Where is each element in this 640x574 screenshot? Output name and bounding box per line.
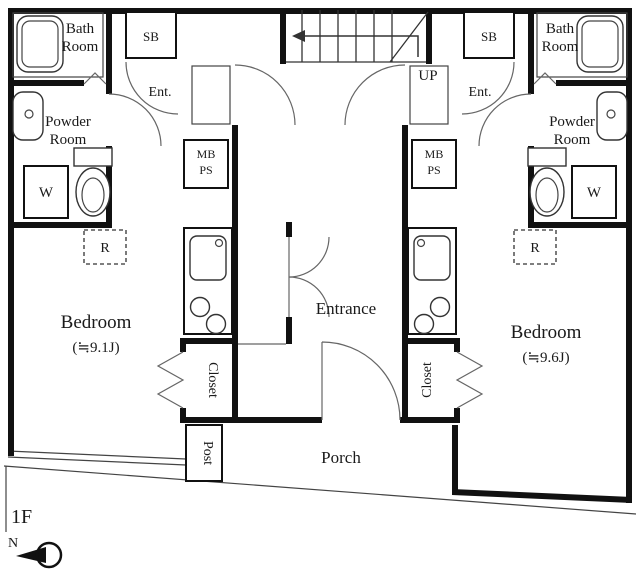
- entry-floor-right: [409, 65, 449, 125]
- staircase: [286, 10, 429, 63]
- bath-room-label-left-1: Bath: [66, 21, 95, 37]
- bedroom-label-right: Bedroom: [511, 322, 582, 343]
- stairs-direction-line: [303, 35, 419, 57]
- shoebox-cabinet-right: [463, 11, 515, 59]
- door-arc-entry-left: [125, 61, 179, 115]
- stove-burner-right-1: [429, 296, 451, 318]
- bedroom-size-right: (≒9.6J): [522, 350, 569, 366]
- porch-label: Porch: [321, 448, 361, 467]
- meter-label-right-2: PS: [427, 163, 440, 177]
- entrance-label: Entrance: [316, 299, 376, 318]
- powder-room-label-right-1: Powder: [549, 114, 595, 130]
- toilet-tank-right: [527, 147, 567, 167]
- washer-label-left: W: [39, 185, 54, 201]
- left-unit-fixtures: [12, 11, 233, 482]
- folding-door-bath-right: [533, 72, 557, 85]
- compass-n-label: N: [8, 536, 18, 551]
- bifold-door-closet-right: [455, 351, 484, 409]
- toilet-bowl-right: [529, 167, 565, 217]
- stove-burner-left-2: [205, 313, 227, 335]
- floor-label: 1F: [11, 506, 32, 528]
- fridge-space-left: [83, 229, 127, 265]
- kitchen-faucet-right: [416, 238, 426, 248]
- door-arc-entry-right: [461, 61, 515, 115]
- room-labels: Bath Room SB Ent. Powder Room W MB PS R …: [11, 21, 602, 528]
- stairs-up-label: UP: [418, 68, 437, 84]
- door-arc-porch: [321, 341, 401, 421]
- bathtub-icon-left: [16, 15, 64, 73]
- door-swings: [83, 61, 557, 421]
- stairs-arrow-head: [292, 30, 305, 42]
- shoebox-label-right: SB: [481, 29, 497, 44]
- kitchen-faucet-left: [214, 238, 224, 248]
- vanity-sink-icon-left: [12, 91, 44, 141]
- meter-label-right-1: MB: [425, 147, 444, 161]
- meter-pipe-box-left: [183, 139, 229, 189]
- vanity-faucet-left: [24, 109, 34, 119]
- powder-room-label-left-2: Room: [50, 132, 87, 148]
- vanity-sink-icon-right: [596, 91, 628, 141]
- meter-label-left-1: MB: [197, 147, 216, 161]
- entry-label-left: Ent.: [149, 85, 172, 100]
- double-door-entrance-hall: [288, 236, 330, 318]
- closet-label-left: Closet: [205, 362, 220, 398]
- bathtub-icon-right: [576, 15, 624, 73]
- bath-unit-outline-right: [536, 12, 628, 78]
- bathtub-inner-left: [21, 20, 59, 68]
- toilet-tank-left: [73, 147, 113, 167]
- closet-label-right: Closet: [420, 362, 435, 398]
- bath-room-label-left-2: Room: [62, 39, 99, 55]
- compass-circle-icon: [35, 541, 63, 569]
- washer-box-right: [571, 165, 617, 219]
- bedroom-size-left: (≒9.1J): [72, 340, 119, 356]
- kitchen-sink-left: [189, 235, 227, 281]
- meter-pipe-box-right: [411, 139, 457, 189]
- meter-label-left-2: PS: [199, 163, 212, 177]
- fridge-label-right: R: [530, 241, 540, 256]
- entry-label-right: Ent.: [469, 85, 492, 100]
- door-arc-powder-left: [108, 93, 162, 147]
- shoebox-label-left: SB: [143, 29, 159, 44]
- bathtub-inner-right: [581, 20, 619, 68]
- stove-burner-right-2: [413, 313, 435, 335]
- post-label: Post: [200, 441, 215, 465]
- bath-unit-outline-left: [12, 12, 104, 78]
- vanity-faucet-right: [606, 109, 616, 119]
- fridge-label-left: R: [100, 241, 110, 256]
- bath-room-label-right-1: Bath: [546, 21, 575, 37]
- washer-label-right: W: [587, 185, 602, 201]
- post-box: [185, 424, 223, 482]
- north-compass: N: [8, 536, 63, 569]
- washer-box-left: [23, 165, 69, 219]
- site-boundary-lines: [3, 450, 637, 532]
- door-arc-front-left: [234, 64, 296, 126]
- toilet-seat-left: [81, 177, 105, 213]
- fridge-space-right: [513, 229, 557, 265]
- powder-room-label-left-1: Powder: [45, 114, 91, 130]
- toilet-seat-right: [535, 177, 559, 213]
- bath-room-label-right-2: Room: [542, 39, 579, 55]
- kitchen-sink-right: [413, 235, 451, 281]
- bedroom-label-left: Bedroom: [61, 312, 132, 333]
- toilet-bowl-left: [75, 167, 111, 217]
- powder-room-label-right-2: Room: [554, 132, 591, 148]
- door-arc-front-right: [344, 64, 406, 126]
- door-arc-powder-right: [478, 93, 532, 147]
- compass-needle-icon: [16, 547, 46, 563]
- entry-floor-left: [191, 65, 231, 125]
- folding-door-bath-left: [83, 72, 107, 85]
- right-unit-fixtures: [407, 11, 628, 335]
- stove-burner-left-1: [189, 296, 211, 318]
- shoebox-cabinet-left: [125, 11, 177, 59]
- bifold-door-closet-left: [156, 351, 185, 409]
